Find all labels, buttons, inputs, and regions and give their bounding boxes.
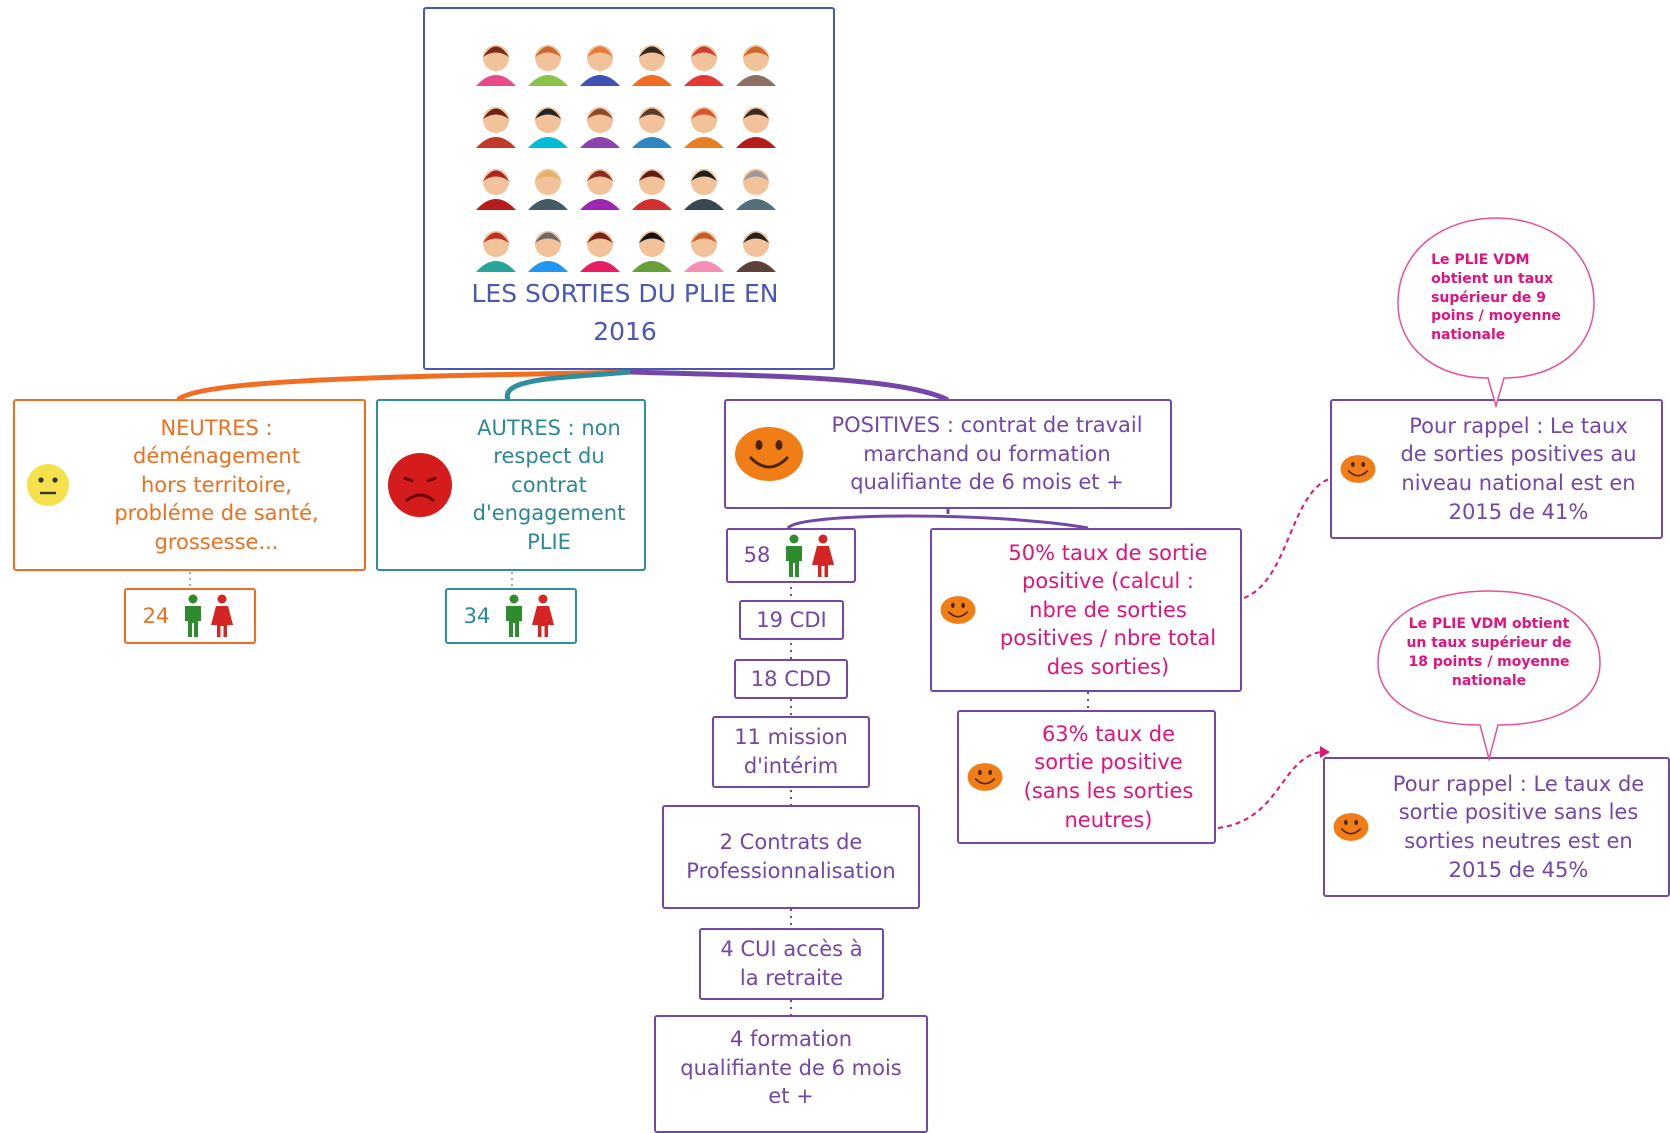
avatar xyxy=(736,169,776,210)
breakdown-cdi[interactable]: 19 CDI xyxy=(739,600,844,640)
link-title-autres xyxy=(504,369,631,401)
smiley-icon xyxy=(1333,813,1369,841)
avatar xyxy=(736,231,776,272)
autres-count-node[interactable]: 34 xyxy=(445,588,577,644)
smiley-icon xyxy=(967,763,1003,791)
bubble-18-text: Le PLIE VDM obtient un taux supérieur de… xyxy=(1406,616,1572,689)
avatar xyxy=(684,107,724,148)
link-rate1-rappel1 xyxy=(1243,477,1333,599)
autres-count: 34 xyxy=(463,603,491,628)
avatar xyxy=(684,231,724,272)
people-avatars-image xyxy=(476,45,776,272)
positives-node[interactable]: POSITIVES : contrat de travail marchand … xyxy=(724,399,1172,509)
breakdown-formation[interactable]: 4 formation qualifiante de 6 mois et + xyxy=(654,1015,928,1133)
avatar xyxy=(528,107,568,148)
avatar xyxy=(580,231,620,272)
neutres-count: 24 xyxy=(142,603,170,628)
avatar xyxy=(580,107,620,148)
rate-50-label: 50% taux de sortie positive (calcul : nb… xyxy=(999,540,1217,679)
avatar xyxy=(684,169,724,210)
bubble-9-text: Le PLIE VDM obtient un taux supérieur de… xyxy=(1431,251,1561,344)
autres-node[interactable]: AUTRES : non respect du contrat d'engage… xyxy=(376,399,646,571)
rappel-41-label: Pour rappel : Le taux de sorties positiv… xyxy=(1400,413,1637,524)
speech-bubble-9-points: Le PLIE VDM obtient un taux supérieur de… xyxy=(1396,208,1596,408)
neutres-node[interactable]: NEUTRES : déménagement hors territoire, … xyxy=(13,399,366,571)
positives-label: POSITIVES : contrat de travail marchand … xyxy=(831,413,1143,495)
avatar xyxy=(580,169,620,210)
avatar xyxy=(528,169,568,210)
positives-count-node[interactable]: 58 xyxy=(726,528,856,583)
smiley-icon xyxy=(735,427,803,481)
link-counts xyxy=(189,566,513,590)
breakdown-cui[interactable]: 4 CUI accès à la retraite xyxy=(699,928,884,1000)
neutres-label: NEUTRES : déménagement hors territoire, … xyxy=(114,415,319,554)
breakdown-cdd[interactable]: 18 CDD xyxy=(734,659,848,699)
man-woman-icon xyxy=(500,594,558,638)
avatar xyxy=(736,45,776,86)
avatar xyxy=(632,169,672,210)
autres-label: AUTRES : non respect du contrat d'engage… xyxy=(472,415,626,554)
rate-50-node[interactable]: 50% taux de sortie positive (calcul : nb… xyxy=(930,528,1242,692)
neutres-count-node[interactable]: 24 xyxy=(124,588,256,644)
sad-face-icon xyxy=(388,453,452,517)
breakdown-interim[interactable]: 11 mission d'intérim xyxy=(712,716,870,788)
avatar xyxy=(476,107,516,148)
rappel-45-label: Pour rappel : Le taux de sortie positive… xyxy=(1392,771,1645,882)
speech-bubble-18-points: Le PLIE VDM obtient un taux supérieur de… xyxy=(1376,583,1602,763)
avatar xyxy=(632,107,672,148)
link-title-neutres xyxy=(176,369,631,402)
breakdown-professionnalisation[interactable]: 2 Contrats de Professionnalisation xyxy=(662,805,920,909)
rappel-41-node[interactable]: Pour rappel : Le taux de sorties positiv… xyxy=(1330,399,1663,539)
avatar xyxy=(632,231,672,272)
rappel-45-node[interactable]: Pour rappel : Le taux de sortie positive… xyxy=(1323,757,1670,897)
avatar xyxy=(476,169,516,210)
avatar xyxy=(684,45,724,86)
page-title: LES SORTIES DU PLIE EN 2016 xyxy=(471,279,779,346)
smiley-icon xyxy=(1340,455,1376,483)
avatar xyxy=(632,45,672,86)
avatar xyxy=(580,45,620,86)
link-positives-children xyxy=(786,506,1089,530)
neutral-face-icon xyxy=(27,464,69,506)
rate-63-label: 63% taux de sortie positive (sans les so… xyxy=(1023,721,1194,832)
link-rate2-rappel2 xyxy=(1217,751,1321,829)
smiley-icon xyxy=(940,596,976,624)
avatar xyxy=(528,231,568,272)
avatar xyxy=(476,231,516,272)
rate-63-node[interactable]: 63% taux de sortie positive (sans les so… xyxy=(957,710,1216,844)
avatar xyxy=(528,45,568,86)
link-title-positives xyxy=(629,369,950,403)
positives-count: 58 xyxy=(743,543,771,568)
man-woman-icon xyxy=(179,594,237,638)
avatar xyxy=(736,107,776,148)
avatar xyxy=(476,45,516,86)
man-woman-icon xyxy=(780,534,838,578)
